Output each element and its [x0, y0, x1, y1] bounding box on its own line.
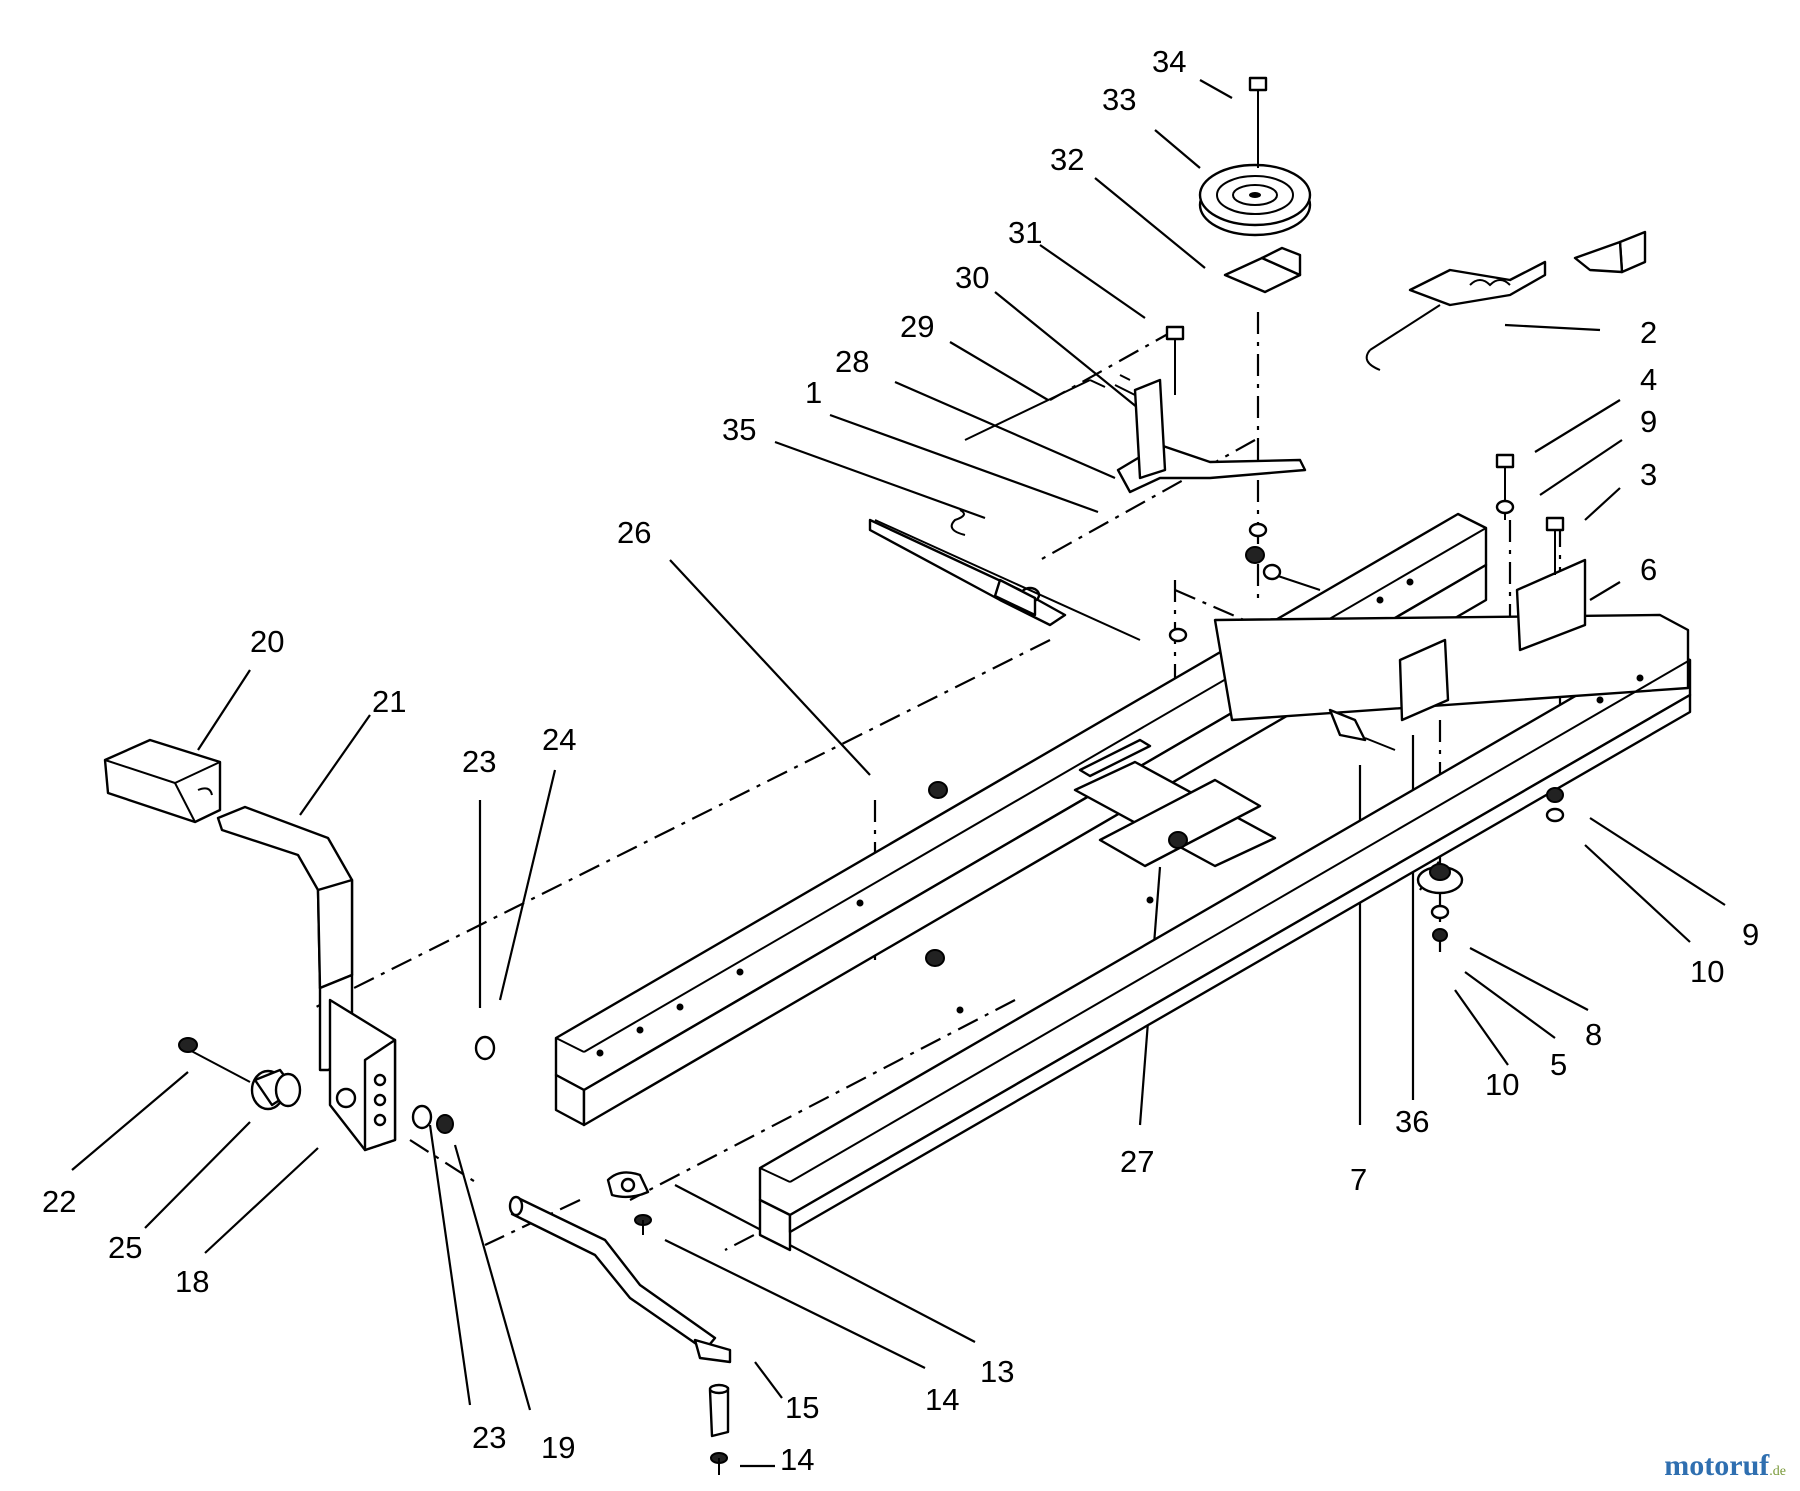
callout-8: 8 [1585, 1017, 1602, 1052]
callout-33: 33 [1102, 82, 1136, 117]
bolt-4 [1495, 453, 1515, 520]
leader-lines [71, 79, 1726, 1468]
bolt-3 [1545, 516, 1565, 575]
callout-14-bottom: 14 [780, 1442, 814, 1477]
callout-23-bottom: 23 [472, 1420, 506, 1455]
bolt-36 [1262, 563, 1321, 591]
callout-19: 19 [541, 1430, 575, 1465]
callout-27: 27 [1120, 1144, 1154, 1179]
frame-cross-brace [1073, 738, 1277, 868]
callout-9-top: 9 [1640, 404, 1657, 439]
small-nuts [925, 522, 1268, 967]
callout-4: 4 [1640, 362, 1657, 397]
callout-2: 2 [1640, 315, 1657, 350]
callout-6: 6 [1640, 552, 1657, 587]
callout-31: 31 [1008, 215, 1042, 250]
pedal-bracket [328, 998, 397, 1152]
watermark-main: motoruf [1664, 1449, 1770, 1482]
pulley-33 [1198, 163, 1312, 237]
callout-21: 21 [372, 684, 406, 719]
watermark-tld: .de [1769, 1464, 1786, 1479]
bolt-22 [178, 1037, 251, 1083]
callout-28: 28 [835, 344, 869, 379]
callout-34: 34 [1152, 44, 1186, 79]
callout-20: 20 [250, 624, 284, 659]
callout-15: 15 [785, 1390, 819, 1425]
callout-9-bottom: 9 [1742, 917, 1759, 952]
callout-22: 22 [42, 1184, 76, 1219]
pivot-8 [1416, 863, 1464, 942]
callout-3: 3 [1640, 457, 1657, 492]
spring-assembly-1 [868, 509, 1067, 627]
washer-nut-23 [411, 1035, 496, 1134]
callout-18: 18 [175, 1264, 209, 1299]
rod-35 [874, 519, 1141, 641]
pedal-pad [103, 738, 222, 824]
spring-bracket-2 [1573, 230, 1647, 274]
pulley-bracket-32 [1223, 246, 1302, 294]
callout-23-top: 23 [462, 744, 496, 779]
callout-35: 35 [722, 412, 756, 447]
cable-7 [1328, 708, 1396, 751]
callout-10-right: 10 [1690, 954, 1724, 989]
callout-26: 26 [617, 515, 651, 550]
callout-7: 7 [1350, 1162, 1367, 1197]
callout-36: 36 [1395, 1104, 1429, 1139]
frame-holes [596, 578, 1644, 1057]
callouts: 34 33 32 31 30 29 28 1 35 26 20 21 23 24… [42, 44, 1759, 1477]
bolt-34 [1248, 76, 1268, 168]
watermark-logo: motoruf.de [1664, 1449, 1786, 1483]
spring-2 [1365, 260, 1547, 371]
spring-29 [964, 379, 1106, 441]
callout-25: 25 [108, 1230, 142, 1265]
callout-32: 32 [1050, 142, 1084, 177]
callout-1: 1 [805, 375, 822, 410]
screw-14-top [634, 1214, 652, 1235]
callout-10-lower: 10 [1485, 1067, 1519, 1102]
bolt-31 [1165, 325, 1185, 395]
callout-13: 13 [980, 1354, 1014, 1389]
callout-29: 29 [900, 309, 934, 344]
bushing [250, 1068, 302, 1111]
pedal-rod [508, 1195, 732, 1364]
callout-30: 30 [955, 260, 989, 295]
frame-rail-right [758, 613, 1692, 1252]
bracket-6 [1398, 558, 1587, 722]
spacer-15 [708, 1383, 730, 1438]
screw-14-bottom [710, 1452, 728, 1475]
idler-arm [1114, 374, 1307, 494]
nuts-9-10 [1495, 499, 1565, 823]
callout-5: 5 [1550, 1047, 1567, 1082]
callout-14-mid: 14 [925, 1382, 959, 1417]
callout-24: 24 [542, 722, 576, 757]
clip-13 [606, 1171, 650, 1199]
